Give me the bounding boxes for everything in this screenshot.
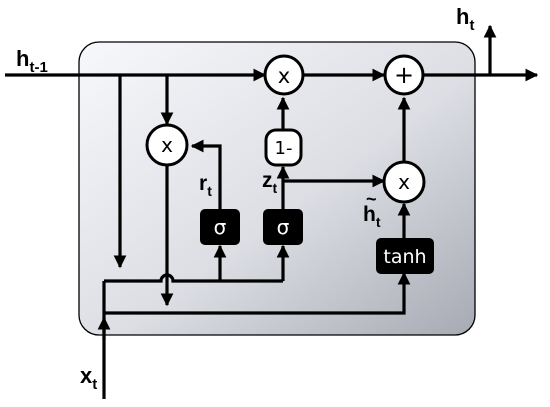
add-label: + bbox=[394, 61, 414, 89]
add-node: + bbox=[383, 54, 425, 96]
wire-cand-feed bbox=[104, 271, 411, 315]
mult-update-node: x bbox=[382, 160, 426, 204]
one-minus-node: 1- bbox=[264, 128, 303, 167]
sigma-update-label: σ bbox=[277, 215, 290, 239]
sigma-reset-label: σ bbox=[214, 215, 227, 239]
sigma-reset-box: σ bbox=[200, 209, 240, 245]
wire-r-to-mult-reset bbox=[190, 139, 222, 209]
label-z-gate: zt bbox=[262, 169, 278, 196]
tanh-box: tanh bbox=[376, 238, 434, 274]
mult-reset-node: x bbox=[145, 123, 189, 167]
mult-top-label: x bbox=[278, 64, 290, 88]
mult-reset-label: x bbox=[161, 133, 173, 157]
label-h-out: ht bbox=[456, 4, 474, 34]
mult-update-label: x bbox=[398, 170, 410, 194]
mult-top-node: x bbox=[263, 54, 305, 96]
label-h-candidate: ~ ht bbox=[363, 189, 381, 230]
label-x-in: xt bbox=[80, 363, 97, 393]
wire-gate-feed bbox=[104, 273, 283, 283]
sigma-update-box: σ bbox=[263, 209, 303, 245]
label-h-prev: ht-1 bbox=[16, 46, 48, 76]
label-h-candidate-tilde: ~ bbox=[366, 189, 377, 209]
connections bbox=[5, 24, 539, 399]
label-r-gate: rt bbox=[199, 172, 212, 199]
one-minus-label: 1- bbox=[275, 138, 293, 159]
tanh-label: tanh bbox=[383, 246, 426, 268]
svg-text:ht: ht bbox=[363, 203, 381, 230]
